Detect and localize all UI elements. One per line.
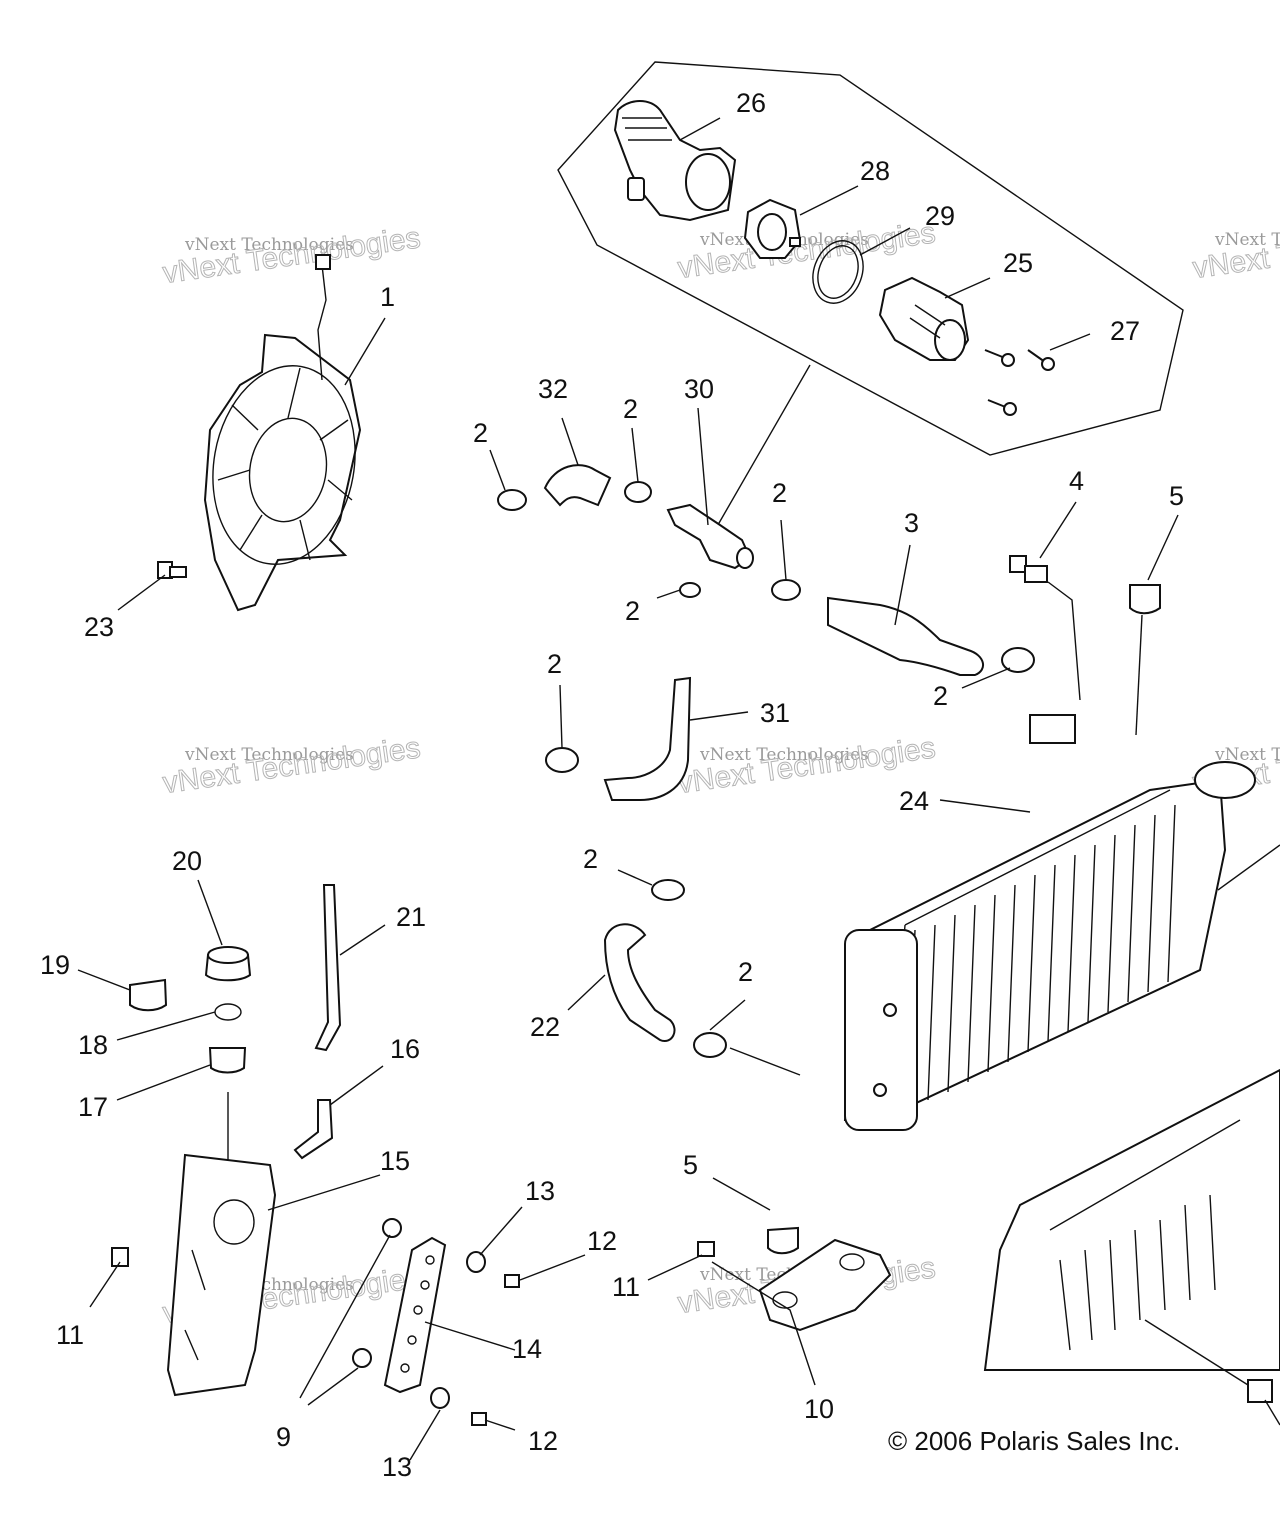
hose-part — [543, 464, 612, 507]
callout-labels: 26 28 29 25 27 1 32 30 2 2 2 2 2 2 2 2 3… — [40, 88, 1184, 1482]
elbow-fitting-part — [293, 1099, 334, 1160]
svg-text:vNext Technologies: vNext Technologies — [161, 731, 423, 800]
callout-30: 30 — [684, 374, 714, 404]
svg-text:vNext Technologies: vNext Technologies — [184, 235, 354, 255]
callout-32: 32 — [538, 374, 568, 404]
callout-27: 27 — [1110, 316, 1140, 346]
bypass-hose-part — [603, 676, 692, 801]
callout-5: 5 — [1169, 481, 1184, 511]
screws-part — [984, 349, 1055, 416]
callout-12: 12 — [528, 1426, 558, 1456]
callout-2: 2 — [473, 418, 488, 448]
shroud-bolt-part — [1247, 1379, 1280, 1426]
callout-22: 22 — [530, 1012, 560, 1042]
pin-part — [111, 1247, 129, 1267]
callout-2: 2 — [625, 596, 640, 626]
watermark: vNext Technologies vNext Technologies — [675, 216, 938, 286]
radiator-part — [843, 714, 1256, 1131]
callout-24: 24 — [899, 786, 929, 816]
nut-part — [504, 1274, 520, 1288]
radiator-shroud-part — [983, 1068, 1280, 1371]
filler-neck-part — [208, 1047, 247, 1074]
callout-17: 17 — [78, 1092, 108, 1122]
washer-part — [430, 1387, 450, 1409]
cooling-fan-part — [203, 254, 362, 612]
push-fasteners-part — [352, 1218, 402, 1368]
svg-text:vNext Technologies: vNext Technologies — [161, 221, 423, 290]
cap-part — [129, 978, 168, 1012]
reservoir-cap-part — [204, 946, 252, 982]
svg-text:vNext Technologies: vNext Technologies — [1191, 216, 1280, 285]
callout-9: 9 — [276, 1422, 291, 1452]
callout-12: 12 — [587, 1226, 617, 1256]
svg-text:vNext Technologies: vNext Technologies — [699, 745, 869, 765]
callout-16: 16 — [390, 1034, 420, 1064]
callout-23: 23 — [84, 612, 114, 642]
svg-text:vNext Technologies: vNext Technologies — [1214, 230, 1280, 250]
watermark: vNext Technologies vNext Technologies — [1190, 216, 1280, 286]
callout-2: 2 — [583, 844, 598, 874]
nut-part — [471, 1412, 487, 1426]
thermostat-part — [743, 198, 802, 259]
callout-15: 15 — [380, 1146, 410, 1176]
callout-3: 3 — [904, 508, 919, 538]
bracket-part — [383, 1236, 447, 1394]
watermark: vNext Technologies vNext Technologies — [160, 221, 423, 291]
vent-tube-part — [314, 884, 342, 1052]
copyright-text: © 2006 Polaris Sales Inc. — [888, 1426, 1180, 1456]
temperature-sensor-part — [1009, 555, 1048, 583]
callout-2: 2 — [547, 649, 562, 679]
svg-text:vNext Technologies: vNext Technologies — [676, 216, 938, 285]
callout-19: 19 — [40, 950, 70, 980]
radiator-cap-part — [1129, 584, 1161, 615]
t-fitting-part — [666, 503, 754, 570]
grommet-part — [767, 1226, 799, 1255]
callout-31: 31 — [760, 698, 790, 728]
washer-part — [466, 1251, 486, 1273]
callout-2: 2 — [772, 478, 787, 508]
callout-5: 5 — [683, 1150, 698, 1180]
callout-13: 13 — [382, 1452, 412, 1482]
callout-25: 25 — [1003, 248, 1033, 278]
callout-1: 1 — [380, 282, 395, 312]
bolt-part — [697, 1241, 715, 1257]
svg-text:vNext Technologies: vNext Technologies — [184, 745, 354, 765]
thermostat-cover-part — [878, 276, 970, 361]
callout-2: 2 — [738, 957, 753, 987]
lower-hose-part — [603, 923, 676, 1042]
radiator-hose-part — [827, 596, 984, 676]
callout-28: 28 — [860, 156, 890, 186]
callout-18: 18 — [78, 1030, 108, 1060]
callout-2: 2 — [623, 394, 638, 424]
callout-26: 26 — [736, 88, 766, 118]
thermostat-housing-part — [613, 100, 737, 222]
leader-lines — [77, 117, 1280, 1461]
hose-clamps — [497, 481, 1035, 1058]
callout-20: 20 — [172, 846, 202, 876]
svg-text:vNext Technologies: vNext Technologies — [1214, 745, 1280, 765]
washer-part — [214, 1003, 242, 1021]
callout-11: 11 — [612, 1272, 640, 1302]
callout-14: 14 — [512, 1334, 542, 1364]
bolt-part — [157, 561, 187, 579]
callout-13: 13 — [525, 1176, 555, 1206]
callout-10: 10 — [804, 1394, 834, 1424]
callout-4: 4 — [1069, 466, 1084, 496]
callout-29: 29 — [925, 201, 955, 231]
kit-leader — [714, 364, 811, 531]
callout-21: 21 — [396, 902, 426, 932]
o-ring-part — [812, 240, 864, 304]
coolant-reservoir-part — [166, 1153, 277, 1397]
watermark: vNext Technologies vNext Technologies — [160, 731, 423, 801]
callout-2: 2 — [933, 681, 948, 711]
thermostat-kit-outline — [557, 61, 1184, 456]
callout-11: 11 — [56, 1320, 84, 1350]
